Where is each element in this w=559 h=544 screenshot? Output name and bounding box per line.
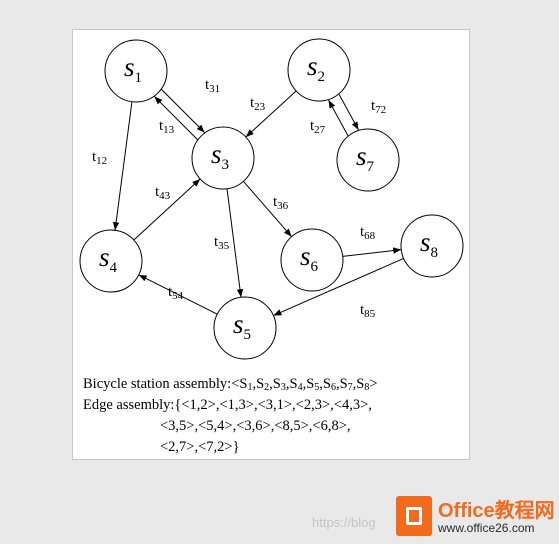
edge-s5-s4 <box>138 274 218 315</box>
brand-url: www.office26.com <box>438 521 535 535</box>
node-circle-s4 <box>79 229 143 293</box>
edge-s1-s4 <box>112 101 133 231</box>
node-circle-s5 <box>213 296 277 360</box>
edge-s2-s7 <box>338 94 359 131</box>
diagram-panel: s1 s2 s3 s4 s5 s6 s7 s8 t13 t31 t12 t23 t27 t72 t43 t3… <box>72 29 470 460</box>
brand-logo: Office教程网 www.office26.com <box>396 492 555 540</box>
edge-label-s8-s5: t85 <box>360 302 376 320</box>
node-circle-s7 <box>336 128 400 192</box>
station-suffix: > <box>369 376 378 392</box>
node-circle-s8 <box>400 214 464 278</box>
watermark-url-text: https://blog <box>312 515 376 530</box>
edge-assembly-line-2: <3,5>,<5,4>,<3,6>,<8,5>,<6,8>, <box>160 418 351 434</box>
station-item: S1, <box>239 376 257 393</box>
office-logo-icon <box>396 496 432 536</box>
node-label-s8: s8 <box>420 227 438 261</box>
station-items: S1,S2,S3,S4,S5,S6,S7,S8 <box>239 376 370 393</box>
edge-label-s1-s3: t13 <box>159 118 175 136</box>
brand-name: Office教程网 <box>438 500 555 522</box>
node-circle-s1 <box>104 39 168 103</box>
node-label-s1: s1 <box>124 52 142 86</box>
station-item: S6, <box>322 376 340 393</box>
station-assembly-line: Bicycle station assembly:<S1,S2,S3,S4,S5… <box>83 374 378 395</box>
node-circle-s3 <box>191 126 255 190</box>
node-circle-s6 <box>280 228 344 292</box>
caption-block: Bicycle station assembly:<S1,S2,S3,S4,S5… <box>83 374 378 458</box>
edge-assembly-line-3: <2,7>,<7,2>} <box>160 439 240 455</box>
edge-s7-s2 <box>328 99 349 136</box>
edge-label-s3-s5: t35 <box>214 234 230 252</box>
edge-label-s4-s3: t43 <box>155 184 171 202</box>
edge-label-s5-s4: t54 <box>168 284 184 302</box>
edge-label-s1-s4: t12 <box>92 149 107 167</box>
node-s5: s5 <box>213 296 277 360</box>
node-s7: s7 <box>336 128 400 192</box>
station-item: S4, <box>289 376 307 393</box>
edge-s6-s8 <box>342 247 402 257</box>
node-label-s5: s5 <box>233 309 251 343</box>
edge-assembly-line-1: Edge assembly:{<1,2>,<1,3>,<3,1>,<2,3>,<… <box>83 397 372 413</box>
edge-s2-s3 <box>245 90 297 138</box>
node-s6: s6 <box>280 228 344 292</box>
station-item: S8 <box>356 376 370 393</box>
node-s4: s4 <box>79 229 143 293</box>
edge-s3-s6 <box>243 181 292 237</box>
station-prefix: Bicycle station assembly:< <box>83 376 240 392</box>
node-label-s2: s2 <box>307 51 325 85</box>
edge-s3-s1 <box>154 96 198 140</box>
node-s3: s3 <box>191 126 255 190</box>
edge-s1-s3 <box>161 89 205 133</box>
node-label-s7: s7 <box>356 141 375 175</box>
node-label-s3: s3 <box>211 139 229 173</box>
edge-label-s6-s8: t68 <box>360 224 376 242</box>
state-graph: s1 s2 s3 s4 s5 s6 s7 s8 t13 t31 t12 t23 t27 t72 t43 t3… <box>79 38 464 360</box>
edge-s8-s5 <box>273 257 404 317</box>
station-item: S7, <box>339 376 357 393</box>
edge-s3-s5 <box>226 188 244 298</box>
node-s8: s8 <box>400 214 464 278</box>
edge-label-s7-s2: t72 <box>371 98 386 116</box>
station-item: S3, <box>272 376 290 393</box>
node-s2: s2 <box>287 38 351 102</box>
node-s1: s1 <box>104 39 168 103</box>
node-label-s4: s4 <box>99 242 118 276</box>
edge-label-s3-s6: t36 <box>273 194 289 212</box>
edge-label-s2-s3: t23 <box>250 95 266 113</box>
edge-label-s2-s7: t27 <box>310 118 326 136</box>
node-circle-s2 <box>287 38 351 102</box>
edge-label-s3-s1: t31 <box>205 77 220 95</box>
station-item: S5, <box>306 376 323 393</box>
edge-s4-s3 <box>133 178 201 241</box>
node-label-s6: s6 <box>300 241 319 275</box>
station-item: S2, <box>256 376 273 393</box>
